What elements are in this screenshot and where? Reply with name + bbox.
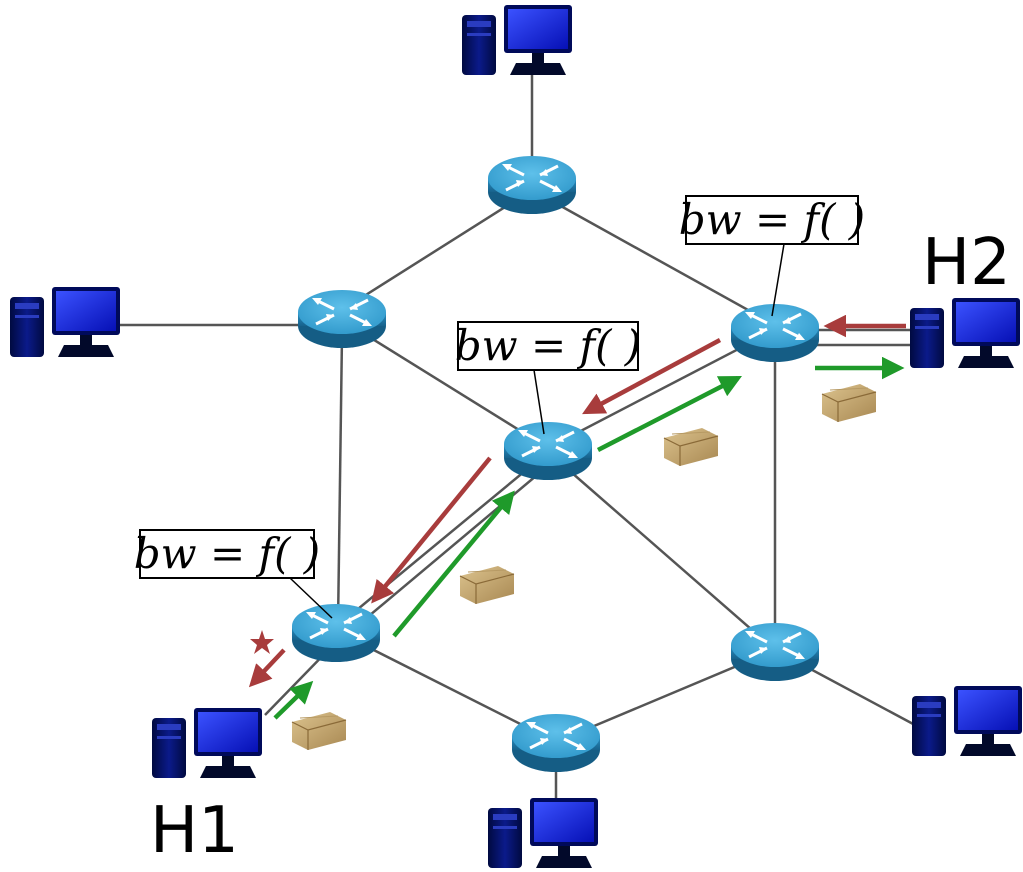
return-arrow xyxy=(371,456,492,604)
router-icon xyxy=(486,154,578,216)
link-center-lowerright xyxy=(547,451,776,651)
router-icon xyxy=(296,288,388,350)
desktop-computer-icon xyxy=(10,287,120,357)
bandwidth-function-text: bw = f( ) xyxy=(455,321,641,370)
link-top-right xyxy=(531,188,776,327)
bandwidth-function-text: bw = f( ) xyxy=(679,195,865,244)
forward-path-arrows xyxy=(273,356,905,720)
forward-arrow xyxy=(596,375,743,453)
parcel-box-icon xyxy=(291,711,347,751)
forward-arrow xyxy=(392,490,515,638)
link-left-h1router xyxy=(336,334,344,626)
parcel-box-icon xyxy=(821,383,877,423)
link-top-left xyxy=(341,188,533,312)
return-arrow xyxy=(582,338,722,415)
bandwidth-label-left: bw = f( ) xyxy=(134,529,333,619)
return-path-arrows xyxy=(248,314,906,688)
link-center-h1router-2 xyxy=(344,459,556,637)
forward-arrow xyxy=(273,680,314,720)
desktop-computer-icon xyxy=(912,686,1022,756)
router-icon xyxy=(502,420,594,482)
router-icon xyxy=(290,602,382,664)
host-label-h2: H2 xyxy=(922,226,1011,300)
link-center-h1router-1 xyxy=(334,451,549,629)
router-icon xyxy=(729,621,821,683)
desktop-computer-icon xyxy=(488,798,598,868)
host-label-h1: H1 xyxy=(150,794,239,868)
link-left-center xyxy=(341,318,549,450)
bandwidth-function-text: bw = f( ) xyxy=(134,529,320,578)
star-icon xyxy=(250,630,274,654)
return-arrow xyxy=(248,648,286,688)
router-icon xyxy=(510,712,602,774)
bandwidth-label-center: bw = f( ) xyxy=(455,321,641,435)
desktop-computer-icon xyxy=(910,298,1020,368)
bandwidth-label-right: bw = f( ) xyxy=(679,195,865,317)
routers xyxy=(290,154,821,774)
parcel-box-icon xyxy=(663,427,719,467)
desktop-computer-icon xyxy=(152,708,262,778)
parcel-box-icon xyxy=(459,565,515,605)
router-icon xyxy=(729,302,821,364)
desktop-computer-icon xyxy=(462,5,572,75)
